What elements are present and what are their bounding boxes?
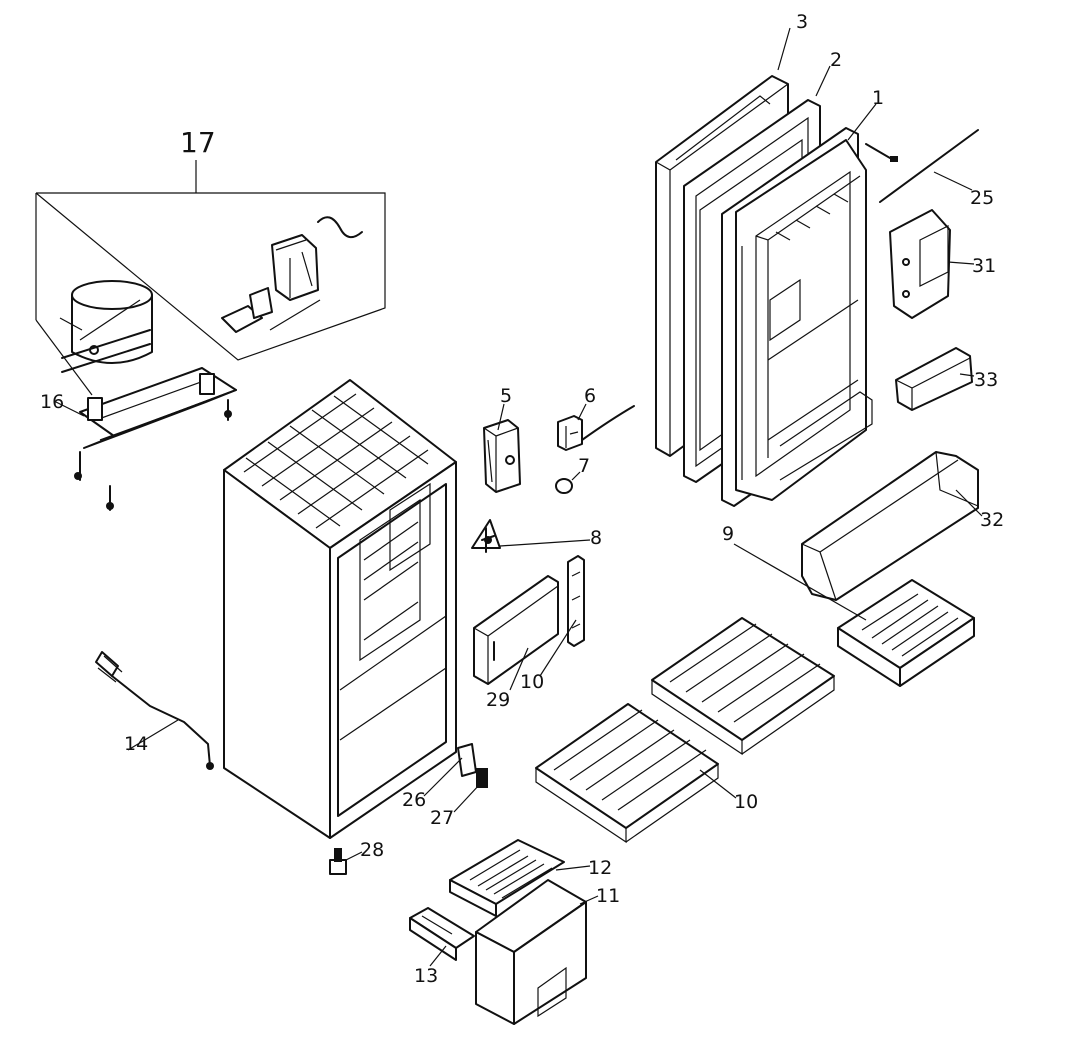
thermostat-box: 5: [483, 385, 521, 493]
wire-shelf-lower: [535, 703, 719, 844]
compressor-mounting-rail: 16: [40, 367, 237, 511]
small-door-shelf: 33: [895, 347, 998, 411]
freezer-door-and-hinge: 29 10: [473, 555, 585, 711]
door-assembly: 3 2 1: [655, 11, 884, 507]
label-9: 9: [722, 523, 734, 545]
ice-tray: 13: [409, 907, 475, 987]
door-bracket: 31: [889, 209, 996, 319]
lamp-holder: 6: [557, 385, 635, 451]
label-8: 8: [590, 527, 602, 549]
label-10: 10: [734, 791, 758, 813]
drip-tray: 9: [722, 523, 975, 687]
label-28: 28: [360, 839, 384, 861]
label-26: 26: [402, 789, 426, 811]
label-30: 10: [520, 671, 544, 693]
thermostat-bracket-and-knob: 26 27: [402, 743, 488, 829]
label-1: 1: [872, 87, 884, 109]
label-16: 16: [40, 391, 64, 413]
label-7: 7: [578, 455, 590, 477]
label-31: 31: [972, 255, 996, 277]
refrigerator-cabinet: [223, 379, 457, 839]
compressor-assembly-group: 17: [35, 126, 386, 396]
label-27: 27: [430, 807, 454, 829]
label-32: 32: [980, 509, 1004, 531]
label-3: 3: [796, 11, 808, 33]
crisper-cover: 12: [449, 839, 612, 917]
door-screw-and-rod: 25: [865, 129, 994, 209]
cabinet-top-grid: [243, 393, 429, 529]
wire-shelves: 10: [535, 617, 835, 844]
label-5: 5: [500, 385, 512, 407]
label-13: 13: [414, 965, 438, 987]
leveling-foot: 28: [329, 839, 384, 875]
compressor: [59, 280, 153, 373]
lamp-bulb: 7: [555, 455, 590, 494]
label-11: 11: [596, 885, 620, 907]
label-2: 2: [830, 49, 842, 71]
relay-parts: [221, 216, 363, 333]
label-29: 29: [486, 689, 510, 711]
hinge-pin: 8: [471, 519, 602, 553]
large-door-shelf: 32: [801, 451, 1004, 601]
label-25: 25: [970, 187, 994, 209]
power-cord: 14: [95, 651, 214, 770]
crisper-box: 11: [475, 879, 620, 1025]
label-14: 14: [124, 733, 148, 755]
label-17: 17: [180, 126, 216, 159]
wire-shelf-upper: [651, 617, 835, 756]
label-12: 12: [588, 857, 612, 879]
label-6: 6: [584, 385, 596, 407]
inner-door-liner: [721, 127, 873, 507]
label-33: 33: [974, 369, 998, 391]
